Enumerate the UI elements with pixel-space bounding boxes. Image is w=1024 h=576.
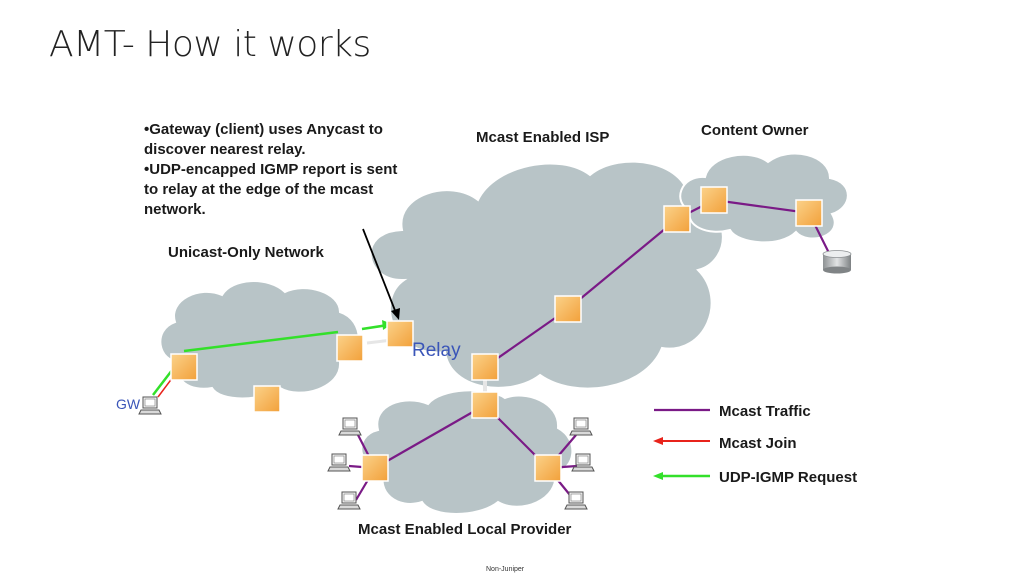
router-content-owner-1 xyxy=(700,186,728,214)
legend xyxy=(653,408,710,480)
bullet-gateway: •Gateway (client) uses Anycast to discov… xyxy=(144,121,383,158)
host-computer-icon xyxy=(327,453,351,472)
legend-udp-igmp-label: UDP-IGMP Request xyxy=(719,469,858,486)
legend-mcast-traffic-label: Mcast Traffic xyxy=(719,403,811,420)
bullet-udp-igmp: •UDP-encapped IGMP report is sent to rel… xyxy=(144,161,398,218)
bullet-list: •Gateway (client) uses Anycast to discov… xyxy=(144,120,414,220)
unicast-network-label: Unicast-Only Network xyxy=(168,244,324,261)
router-isp-bottom xyxy=(471,353,499,381)
host-computer-icon xyxy=(338,417,362,436)
gateway-computer-icon xyxy=(138,396,162,415)
host-computer-icon xyxy=(569,417,593,436)
host-computer-icon xyxy=(571,453,595,472)
local-provider-cloud xyxy=(360,389,574,515)
annotation-arrow xyxy=(362,228,400,320)
legend-mcast-join-label: Mcast Join xyxy=(719,435,797,452)
relay-label: Relay xyxy=(412,340,461,361)
isp-cloud xyxy=(369,160,724,390)
router-isp-edge xyxy=(663,205,691,233)
content-owner-label: Content Owner xyxy=(701,122,809,139)
router-isp-core xyxy=(554,295,582,323)
slide-title: AMT- How it works xyxy=(49,24,371,65)
local-provider-label: Mcast Enabled Local Provider xyxy=(358,521,572,538)
router-unicast-right xyxy=(336,334,364,362)
host-computer-icon xyxy=(337,491,361,510)
content-server-icon xyxy=(822,250,852,274)
gateway-label: GW xyxy=(116,396,141,412)
router-relay xyxy=(386,320,414,348)
isp-label: Mcast Enabled ISP xyxy=(476,129,610,146)
router-unicast-bottom xyxy=(253,385,281,413)
router-local-top xyxy=(471,391,499,419)
router-content-owner-2 xyxy=(795,199,823,227)
unicast-cloud xyxy=(159,280,360,400)
router-unicast-left xyxy=(170,353,198,381)
router-local-right xyxy=(534,454,562,482)
footer-classification: Non-Juniper xyxy=(486,566,525,573)
router-local-left xyxy=(361,454,389,482)
